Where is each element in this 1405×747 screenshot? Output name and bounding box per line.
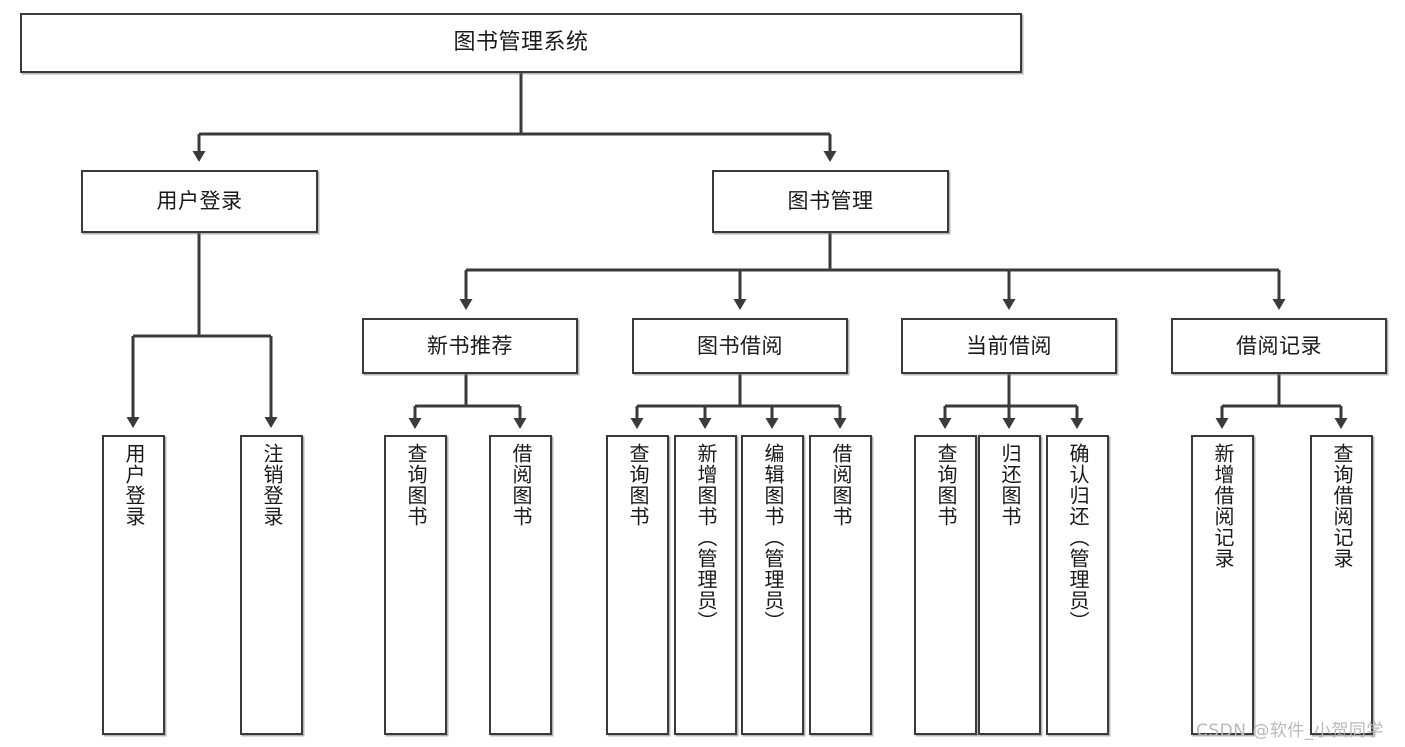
- leaf-current-borrow-confirm-return-admin[interactable]: 确认归还（管理员）: [1046, 435, 1109, 735]
- node-label: 查询借阅记录: [1330, 443, 1354, 569]
- node-label: 新增图书（管理员）: [694, 443, 718, 632]
- csdn-watermark: CSDN @软件_小贺同学: [1196, 721, 1384, 741]
- node-new-book-recommend[interactable]: 新书推荐: [362, 318, 578, 374]
- leaf-book-borrow-query-book[interactable]: 查询图书: [606, 435, 669, 735]
- node-label: 用户登录: [156, 189, 243, 214]
- node-label: 图书管理: [787, 189, 874, 214]
- node-label: 编辑图书（管理员）: [761, 443, 785, 632]
- leaf-user-login-login[interactable]: 用户登录: [102, 435, 165, 735]
- leaf-book-borrow-edit-book-admin[interactable]: 编辑图书（管理员）: [741, 435, 804, 735]
- leaf-new-book-query-book[interactable]: 查询图书: [384, 435, 447, 735]
- node-label: 确认归还（管理员）: [1066, 443, 1090, 632]
- node-label: 查询图书: [934, 443, 958, 527]
- node-label: 借阅记录: [1236, 333, 1322, 358]
- node-label: 借阅图书: [509, 443, 533, 527]
- node-label: 注销登录: [260, 443, 284, 527]
- node-label: 新书推荐: [427, 333, 513, 358]
- leaf-current-borrow-query-book[interactable]: 查询图书: [914, 435, 977, 735]
- node-label: 归还图书: [998, 443, 1022, 527]
- leaf-borrow-record-query-record[interactable]: 查询借阅记录: [1310, 435, 1373, 735]
- node-user-login[interactable]: 用户登录: [81, 170, 318, 233]
- node-borrow-record[interactable]: 借阅记录: [1171, 318, 1387, 374]
- node-book-management[interactable]: 图书管理: [712, 170, 949, 233]
- node-label: 查询图书: [404, 443, 428, 527]
- node-label: 借阅图书: [829, 443, 853, 527]
- node-root-book-management-system[interactable]: 图书管理系统: [20, 13, 1022, 73]
- node-label: 图书借阅: [697, 333, 783, 358]
- leaf-book-borrow-add-book-admin[interactable]: 新增图书（管理员）: [674, 435, 737, 735]
- node-label: 用户登录: [122, 443, 146, 527]
- node-label: 图书管理系统: [453, 30, 589, 56]
- node-label: 新增借阅记录: [1211, 443, 1235, 569]
- leaf-current-borrow-return-book[interactable]: 归还图书: [978, 435, 1041, 735]
- leaf-book-borrow-borrow-book[interactable]: 借阅图书: [809, 435, 872, 735]
- leaf-user-login-logout[interactable]: 注销登录: [240, 435, 303, 735]
- node-label: 当前借阅: [966, 333, 1052, 358]
- node-label: 查询图书: [626, 443, 650, 527]
- node-current-borrow[interactable]: 当前借阅: [901, 318, 1117, 374]
- leaf-new-book-borrow-book[interactable]: 借阅图书: [489, 435, 552, 735]
- node-book-borrow[interactable]: 图书借阅: [632, 318, 848, 374]
- leaf-borrow-record-add-record[interactable]: 新增借阅记录: [1191, 435, 1254, 735]
